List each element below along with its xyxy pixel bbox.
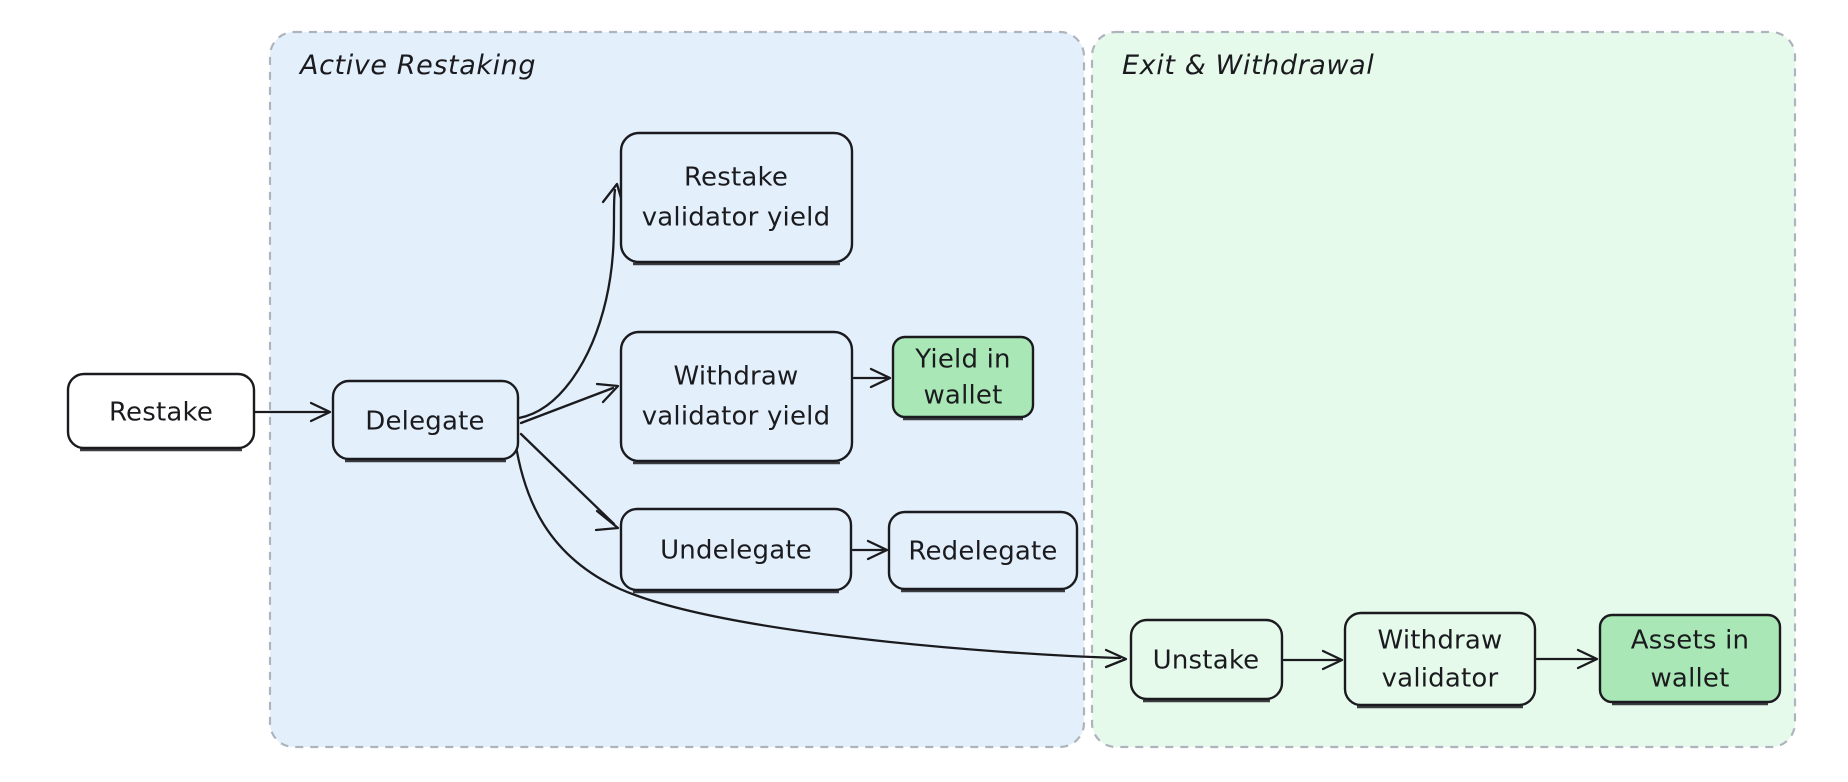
node-restake[interactable]: Restake — [66, 372, 256, 452]
group-exit-withdrawal-rect — [1090, 30, 1797, 749]
node-delegate-rect — [331, 379, 520, 461]
node-withdraw-validator-yield-label-line1: Withdraw — [673, 362, 798, 392]
group-active-restaking-label: Active Restaking — [298, 50, 536, 81]
node-yield-in-wallet-label-line2: wallet — [923, 381, 1002, 411]
node-withdraw-validator-yield-rect — [619, 330, 854, 463]
edge-arrowhead — [1576, 648, 1599, 670]
node-assets-in-wallet-label-line1: Assets in — [1631, 626, 1749, 656]
node-withdraw-validator-yield-label-line2: validator yield — [642, 402, 831, 432]
node-withdraw-validator-label-line2: validator — [1382, 664, 1499, 694]
edge-withdraw-validator-to-assets-in-wallet — [1535, 648, 1599, 670]
node-redelegate-label: Redelegate — [908, 537, 1057, 567]
node-redelegate-rect — [887, 510, 1079, 591]
edge-arrowhead — [866, 539, 889, 561]
node-restake-validator-yield-label-line1: Restake — [684, 163, 788, 193]
edge-arrowhead — [309, 401, 332, 423]
node-redelegate[interactable]: Redelegate — [887, 510, 1079, 593]
edge-restake-to-delegate — [253, 401, 332, 423]
node-withdraw-validator-yield[interactable]: Withdraw validator yield — [619, 330, 854, 465]
node-assets-in-wallet[interactable]: Assets in wallet — [1598, 613, 1782, 706]
node-yield-in-wallet[interactable]: Yield in wallet — [891, 335, 1035, 421]
edge-undelegate-to-redelegate — [851, 539, 889, 561]
node-restake-validator-yield[interactable]: Restake validator yield — [619, 131, 854, 266]
node-restake-rect — [66, 372, 256, 450]
node-restake-validator-yield-rect — [619, 131, 854, 264]
node-undelegate-rect — [619, 507, 853, 592]
edge-unstake-to-withdraw-validator — [1282, 649, 1344, 671]
edge-delegate-to-unstake — [513, 438, 1128, 669]
edge-arrowhead — [869, 367, 892, 389]
edge-arrowhead — [595, 382, 620, 404]
node-restake-validator-yield-label-line2: validator yield — [642, 203, 831, 233]
node-withdraw-validator[interactable]: Withdraw validator — [1343, 611, 1537, 709]
node-assets-in-wallet-rect — [1598, 613, 1782, 704]
edge-line — [519, 386, 615, 425]
edge-withdraw-validator-yield-to-yield-in-wallet — [852, 367, 892, 389]
node-yield-in-wallet-label-line1: Yield in — [914, 345, 1010, 375]
edge-delegate-to-undelegate — [519, 432, 620, 532]
node-withdraw-validator-rect — [1343, 611, 1537, 707]
edge-arrowhead — [1321, 649, 1344, 671]
node-delegate-label: Delegate — [365, 407, 484, 437]
node-unstake-label: Unstake — [1153, 646, 1260, 676]
edge-arrowhead — [594, 509, 620, 532]
node-unstake-rect — [1129, 618, 1284, 701]
edge-line — [513, 438, 1122, 660]
node-restake-label: Restake — [109, 398, 213, 428]
node-delegate[interactable]: Delegate — [331, 379, 520, 463]
node-undelegate[interactable]: Undelegate — [619, 507, 853, 594]
node-assets-in-wallet-label-line2: wallet — [1650, 664, 1729, 694]
node-undelegate-label: Undelegate — [660, 536, 812, 566]
group-exit-withdrawal-label: Exit & Withdrawal — [1122, 50, 1374, 81]
node-unstake[interactable]: Unstake — [1129, 618, 1284, 703]
edge-delegate-to-withdraw-validator-yield — [519, 382, 620, 425]
node-yield-in-wallet-rect — [891, 335, 1035, 419]
node-withdraw-validator-label-line1: Withdraw — [1377, 626, 1502, 656]
edge-line — [517, 188, 617, 420]
edge-line — [519, 432, 616, 526]
edge-arrowhead — [1104, 648, 1128, 669]
group-exit-withdrawal[interactable]: Exit & Withdrawal — [1090, 30, 1797, 749]
